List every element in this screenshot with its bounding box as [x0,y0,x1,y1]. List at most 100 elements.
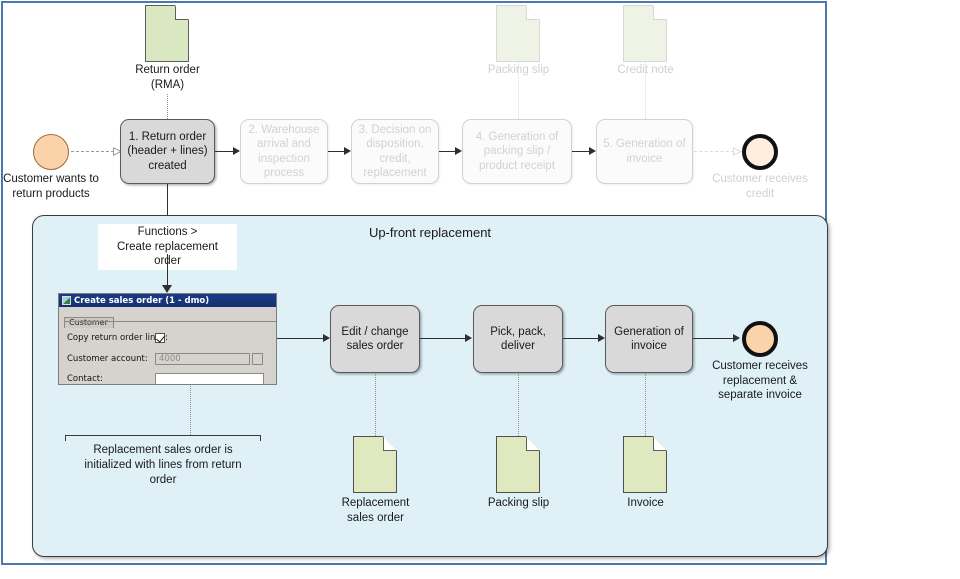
flow-pick-arrowhead [598,334,605,342]
customer-account-input[interactable]: 4000 [155,353,250,365]
doc-packing-slip2-connector [518,373,519,436]
flow-invoice-to-end [693,338,734,339]
flow-dialog-arrowhead [323,334,330,342]
task-4-line3: product receipt [478,159,556,172]
task-1-return-order-created[interactable]: 1. Return order (header + lines) created [120,119,215,184]
annotation-line1: Replacement sales order is [93,444,233,456]
field-contact[interactable]: Contact: [67,373,276,384]
doc-credit-note-icon [623,5,667,62]
task-4-generation-packing-slip[interactable]: 4. Generation of packing slip / product … [462,119,572,184]
dialog-window-icon [62,296,71,305]
end-event-replacement-line3: separate invoice [718,389,802,401]
task-pick-line2: deliver [501,340,535,352]
flow-task3-to-task4 [439,151,456,152]
doc-credit-note-connector [645,62,646,121]
dialog-titlebar: Create sales order (1 - dmo) [59,294,276,307]
task-3-line4: replacement [363,167,427,179]
task-2-label: 2. Warehouse arrival and inspection proc… [248,123,319,181]
task-2-line3: inspection [258,152,310,165]
contact-input[interactable] [155,373,264,384]
task-invoice-line2: invoice [631,340,667,352]
dialog-tab-underline [64,321,276,322]
doc-return-order-label-line1: Return order [135,64,200,76]
flow-dialog-to-edit-sales-order [277,338,324,339]
flow-pick-to-invoice [563,338,599,339]
task-edit-line2: sales order [346,340,404,352]
field-copy-return-order-lines[interactable]: Copy return order lines: [67,333,276,343]
task-3-decision-disposition[interactable]: 3. Decision on disposition, credit, repl… [351,119,439,184]
copy-return-order-lines-checkbox[interactable] [155,333,165,343]
task-4-line1: 4. Generation of [475,130,559,143]
flow-task4-arrowhead [589,147,596,155]
task-edit-change-sales-order[interactable]: Edit / change sales order [330,305,420,373]
task-4-label: 4. Generation of packing slip / product … [476,130,558,174]
end-event-replacement-line1: Customer receives [712,360,808,372]
flow-start-arrowhead [113,147,122,156]
doc-return-order-label-line2: (RMA) [150,78,185,91]
task-1-label: 1. Return order (header + lines) created [127,130,207,174]
flow-task2-to-task3 [328,151,345,152]
doc-return-order-label: Return order (RMA) [110,63,225,92]
flow-edit-to-pick [420,338,466,339]
field-customer-account[interactable]: Customer account: 4000 [67,353,276,365]
task-3-line2: disposition, [366,138,424,150]
task-pick-pack-deliver-label: Pick, pack, deliver [490,325,546,354]
doc-replacement-sales-order-icon [353,436,397,493]
customer-account-lookup-button[interactable] [252,353,263,365]
flow-edit-arrowhead [465,334,472,342]
flow-callout-arrowhead [162,285,172,293]
subprocess-pool: Up-front replacement [32,215,828,557]
doc-replacement-order-connector [375,373,376,436]
task-5-generation-invoice[interactable]: 5. Generation of invoice [596,119,693,184]
doc-return-order-icon [145,5,189,62]
task-edit-line1: Edit / change [341,325,409,338]
flow-invoice-arrowhead [733,334,740,342]
end-event-replacement-line2: replacement & [722,374,798,387]
end-event-replacement[interactable] [742,321,778,357]
annotation-text: Replacement sales order is initialized w… [52,443,274,488]
doc-return-order-connector [167,94,168,121]
task-2-line1: 2. Warehouse [248,123,320,136]
start-event-label-line1: Customer wants to [3,173,99,185]
dialog-title: Create sales order (1 - dmo) [74,295,210,306]
task-generation-of-invoice-label: Generation of invoice [614,325,684,354]
doc-invoice-label: Invoice [588,496,703,511]
doc-packing-slip2-label-line1: Packing slip [487,497,550,509]
task-5-line1: 5. Generation of [603,138,686,150]
dialog-tab-customer[interactable]: Customer [64,317,114,328]
task-5-label: 5. Generation of invoice [603,137,685,166]
annotation-line3: order [149,474,177,486]
doc-packing-slip-icon [496,5,540,62]
start-event-label-line2: return products [12,187,90,200]
doc-packing-slip-2-label: Packing slip [461,496,576,511]
doc-invoice-icon [623,436,667,493]
field-copy-return-order-lines-label: Copy return order lines: [67,333,168,343]
end-event-replacement-label: Customer receives replacement & separate… [697,359,823,403]
task-pick-pack-deliver[interactable]: Pick, pack, deliver [473,305,563,373]
task-2-line2: arrival and [257,138,311,150]
task-2-warehouse-arrival[interactable]: 2. Warehouse arrival and inspection proc… [240,119,328,184]
doc-invoice-connector [645,373,646,436]
flow-task2-arrowhead [344,147,351,155]
flow-callout-to-dialog [167,254,168,287]
task-pick-line1: Pick, pack, [490,325,546,338]
annotation-bracket [65,435,261,441]
end-event-credit-label-line1: Customer receives [712,173,808,185]
task-3-line1: 3. Decision on [358,123,432,136]
task-3-label: 3. Decision on disposition, credit, repl… [359,123,432,181]
doc-packing-slip-2-icon [496,436,540,493]
end-event-credit[interactable] [742,134,778,170]
task-invoice-line1: Generation of [614,325,684,338]
start-event-label: Customer wants to return products [0,172,102,201]
create-sales-order-dialog[interactable]: Create sales order (1 - dmo) Customer Co… [58,293,277,385]
start-event[interactable] [33,134,69,170]
task-2-line4: process [263,167,305,179]
task-generation-of-invoice[interactable]: Generation of invoice [605,305,693,373]
end-event-credit-label-line2: credit [745,187,775,200]
flow-task1-to-task2 [215,151,234,152]
flow-task4-to-task5 [572,151,590,152]
flow-start-to-task1 [71,151,114,152]
pool-title: Up-front replacement [368,225,492,240]
doc-invoice-label-line1: Invoice [627,497,664,509]
